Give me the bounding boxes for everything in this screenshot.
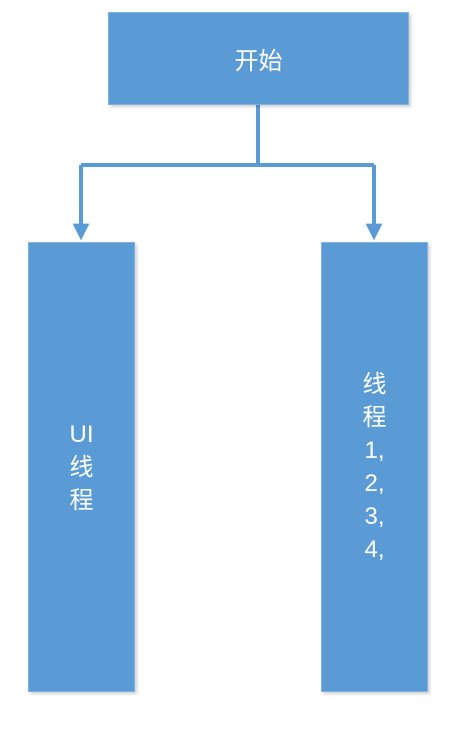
ui-thread-label-line: UI <box>69 420 94 448</box>
ui-thread-label: UI 线 程 <box>70 418 94 517</box>
worker-threads-label-line: 程 <box>362 403 387 431</box>
start-node-label: 开始 <box>234 47 283 75</box>
worker-threads-label-line: 2, <box>364 470 385 497</box>
ui-thread-node: UI 线 程 <box>28 242 135 692</box>
worker-threads-label: 线 程 1, 2, 3, 4, <box>363 368 387 566</box>
worker-threads-label-line: 4, <box>364 536 385 563</box>
ui-thread-label-line: 线 <box>69 452 94 481</box>
worker-threads-label-line: 1, <box>364 437 385 464</box>
ui-thread-label-line: 程 <box>69 485 94 514</box>
start-node: 开始 <box>108 12 409 105</box>
worker-threads-label-line: 3, <box>364 503 385 530</box>
worker-threads-node: 线 程 1, 2, 3, 4, <box>321 242 428 692</box>
worker-threads-label-line: 线 <box>362 370 387 398</box>
